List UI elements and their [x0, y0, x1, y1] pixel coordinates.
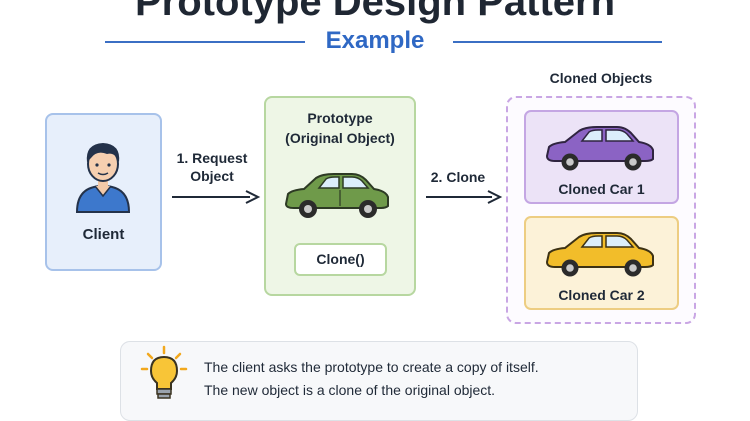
page-subtitle: Example [325, 27, 425, 54]
client-label: Client [82, 226, 125, 243]
subtitle-right-rule [453, 41, 662, 43]
subtitle-left-rule [105, 41, 305, 43]
clone-arrow-icon [426, 190, 503, 204]
cloned-car-2-label: Cloned Car 2 [558, 287, 645, 303]
lightbulb-icon [140, 345, 188, 399]
car-icon [545, 126, 654, 171]
car-icon [545, 232, 654, 277]
cloned-car-1-label: Cloned Car 1 [558, 181, 645, 197]
request-arrow-label-line1: 1. Request [176, 150, 248, 166]
prototype-title-line1: Prototype [307, 110, 373, 126]
info-line-1: The client asks the prototype to create … [204, 359, 539, 375]
request-arrow-icon [172, 190, 261, 204]
cloned-objects-heading: Cloned Objects [549, 70, 653, 86]
person-icon [75, 143, 131, 213]
prototype-title-line2: (Original Object) [285, 130, 395, 146]
subtitle-row: Example [0, 26, 750, 56]
page-title: Prototype Design Pattern [134, 0, 616, 24]
info-line-2: The new object is a clone of the origina… [204, 382, 496, 398]
info-box [120, 341, 638, 421]
car-icon [284, 173, 389, 218]
request-arrow-label-line2: Object [190, 168, 234, 184]
clone-arrow-label: 2. Clone [430, 169, 486, 185]
clone-method-button: Clone() [294, 243, 387, 276]
